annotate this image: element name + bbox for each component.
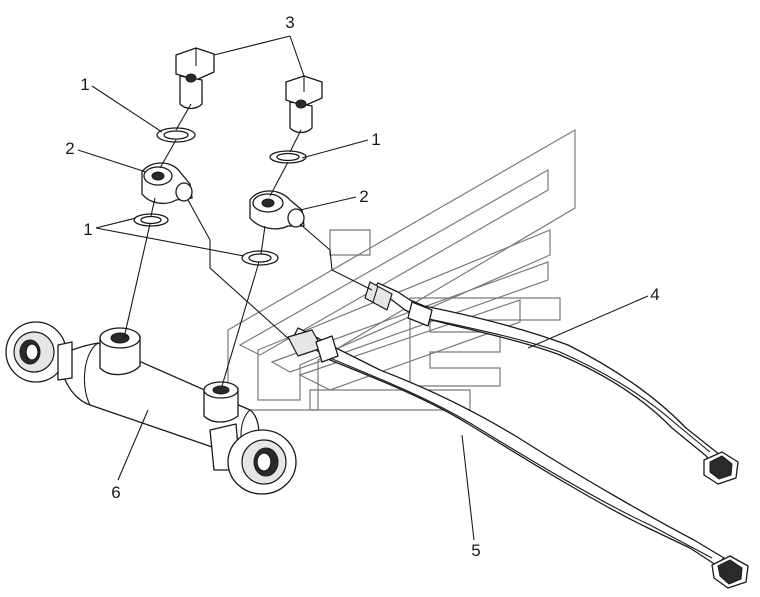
banjo-bolt-right [285,75,323,134]
hydraulic-cylinder [5,321,297,495]
washer-top-right [269,150,307,164]
banjo-bolt-left [175,47,215,110]
washer-mid-left [133,213,169,227]
callout-label-5: 5 [471,541,480,560]
callout-label-1-mid: 1 [83,220,92,239]
banjo-fitting-right [249,190,305,230]
assembly-lines [123,103,373,387]
hose-upper [364,281,739,485]
callout-label-4: 4 [650,285,659,304]
callout-label-2-left: 2 [65,139,74,158]
washer-top-left [156,127,196,143]
background-watermark [227,128,576,411]
leader-lines [77,35,649,541]
callout-label-1-top: 1 [80,75,89,94]
washer-mid-right [241,250,279,266]
banjo-fitting-left [141,162,193,205]
callout-label-1-right: 1 [371,130,380,149]
callout-label-2-right: 2 [359,187,368,206]
callout-label-6: 6 [111,483,120,502]
hose-lower [287,327,749,589]
callout-label-3: 3 [285,13,294,32]
